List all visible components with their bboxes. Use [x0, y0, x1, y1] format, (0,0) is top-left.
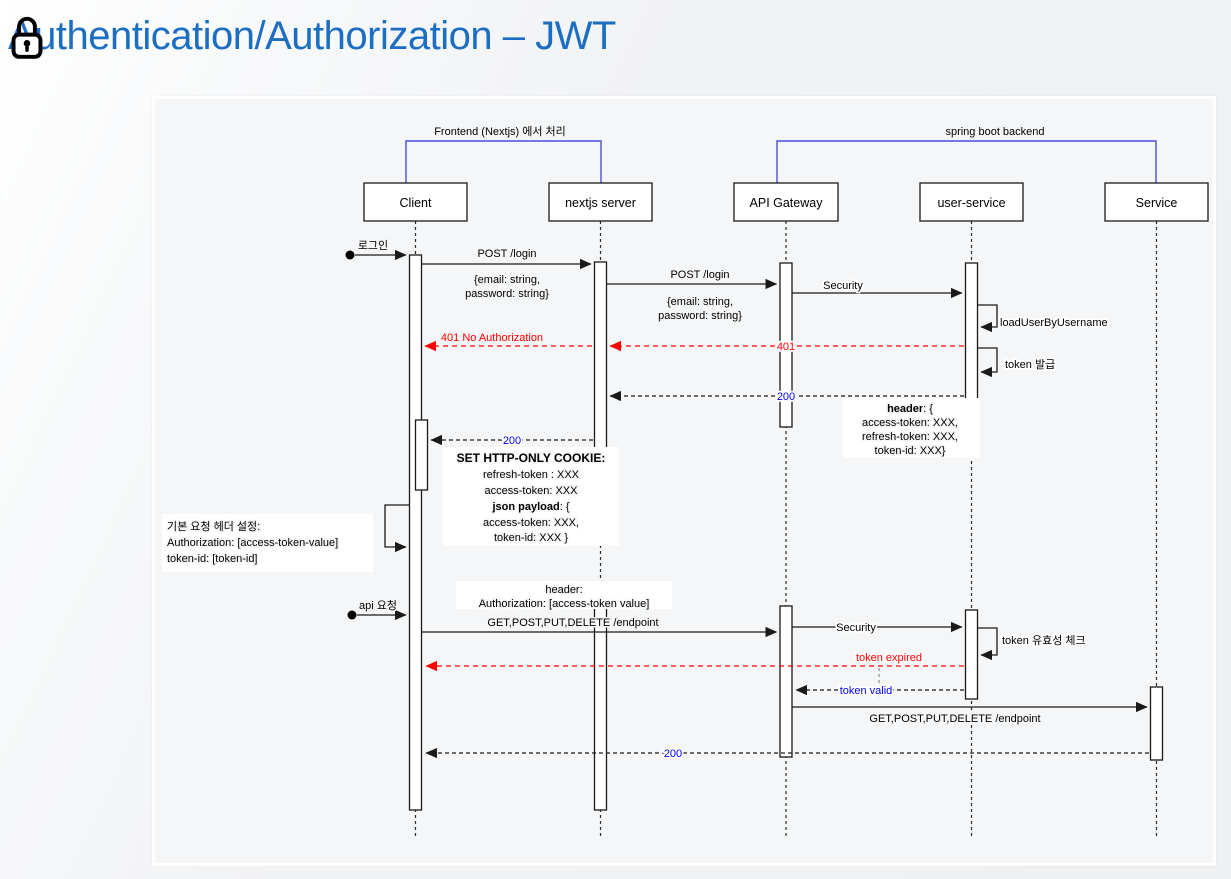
lock-icon [11, 16, 43, 59]
page-title: Authentication/Authorization – JWT [8, 14, 616, 58]
diagram-canvas [152, 96, 1216, 866]
page-title-row: Authentication/Authorization – JWT [8, 14, 616, 59]
